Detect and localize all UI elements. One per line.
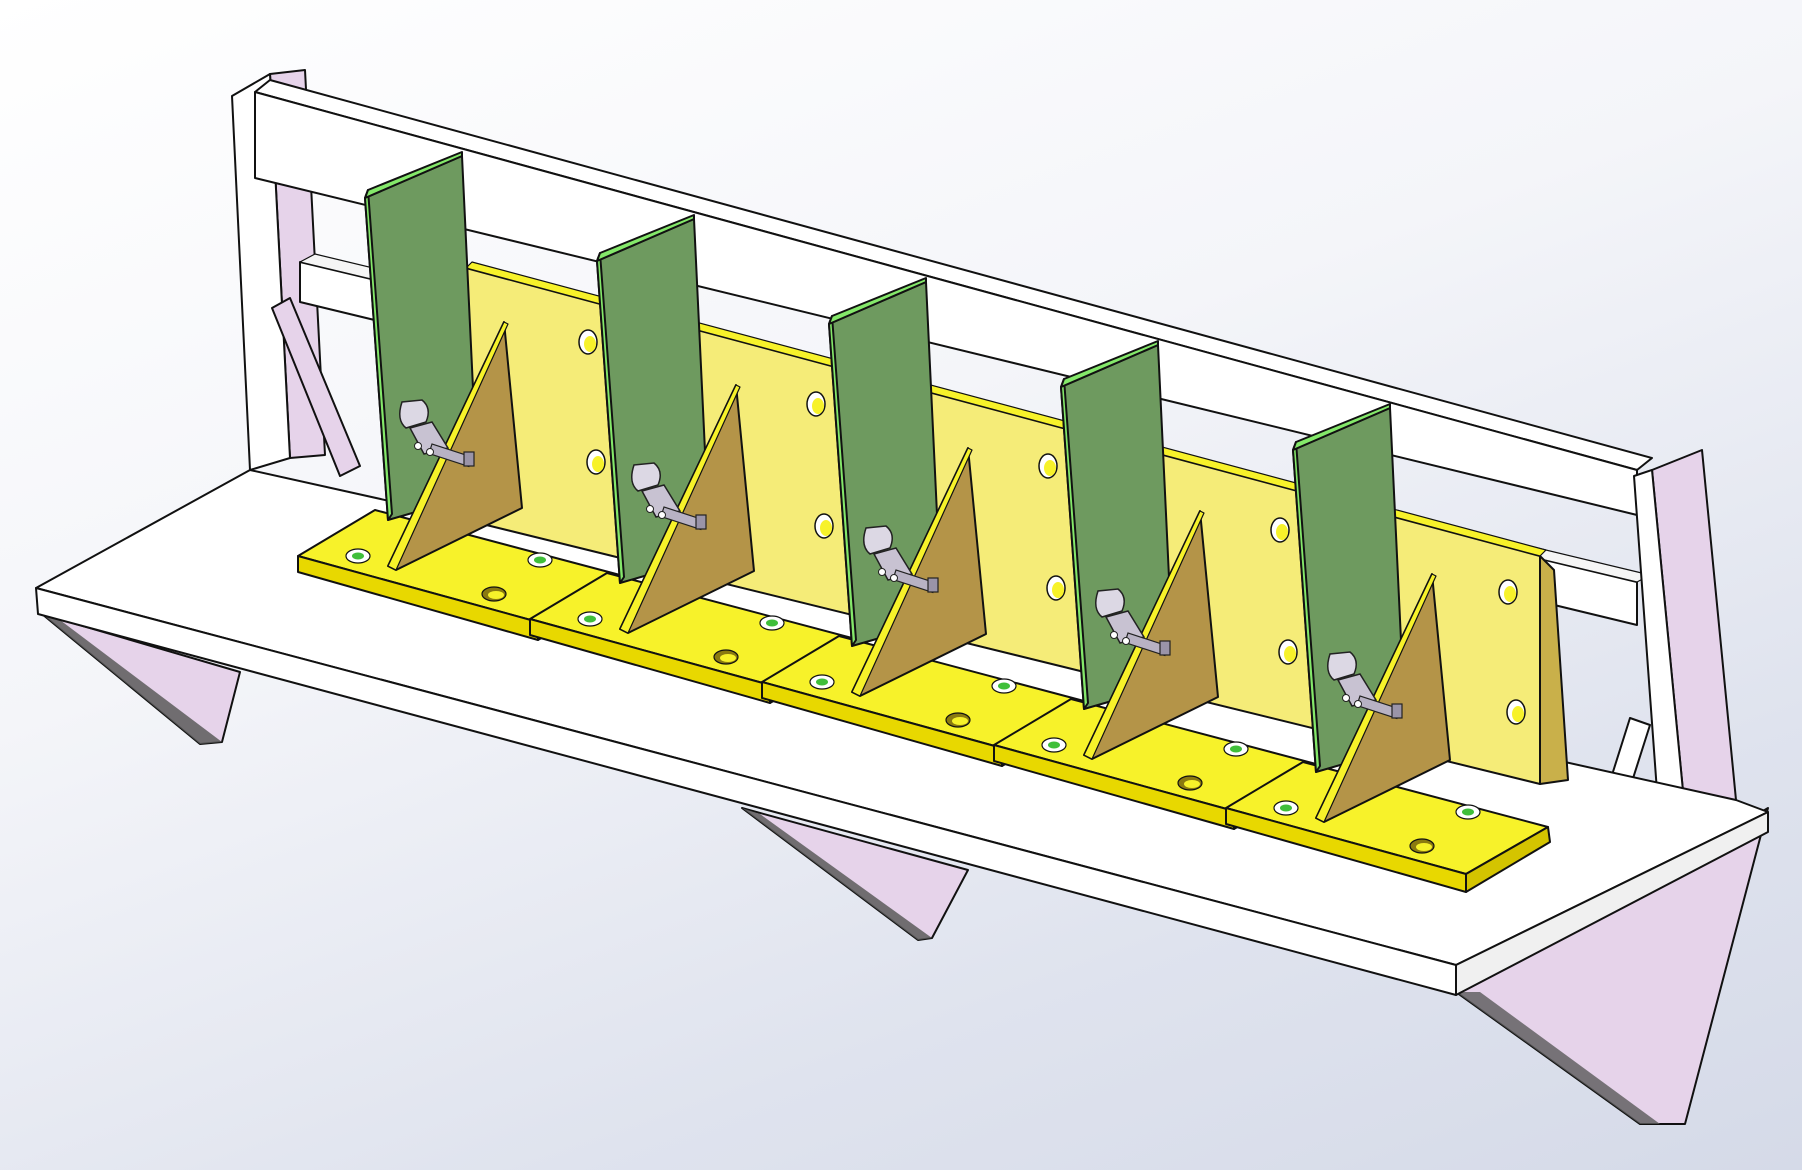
back-plate-top-edge [465,261,1547,557]
clamp-handle-icon [1327,651,1357,681]
left-brace [271,297,361,477]
base-hole-countersink-icon [352,552,364,560]
plate-hole-inner-icon [584,336,596,352]
green-panel-top [1292,403,1391,451]
fixture-station-3 [761,277,1087,767]
plate-hole-inner-icon [812,398,824,414]
support-brackets [41,613,1769,1125]
base-hole-countersink-icon [1230,745,1242,753]
clamp-tip-icon [927,577,939,593]
plate-hole-inner-icon [1284,646,1296,662]
base-hole-inner-icon [952,717,968,725]
fixture-stations [297,151,1551,893]
bracket-left-shadow [42,614,222,744]
plate-holes [578,329,1526,725]
base-hole-inner-icon [1416,843,1432,851]
base-plate-side [1465,826,1551,893]
back-plate-bend [1539,555,1569,785]
base-hole-countersink-icon [584,615,596,623]
base-hole-countersink-icon [1280,804,1292,812]
clamp-bolt-icon [658,511,666,519]
plate-hole-inner-icon [1044,460,1056,476]
base-hole-countersink-icon [534,556,546,564]
clamp-handle-icon [863,525,893,555]
clamp-tip-icon [1159,640,1171,656]
gusset-edge [1315,573,1437,823]
plate-hole-inner-icon [592,456,604,472]
base-hole-countersink-icon [1462,808,1474,816]
clamp-handle-icon [631,462,661,492]
left-post-front [231,73,291,471]
clamp-bolt-icon [426,448,434,456]
toggle-clamp-icon [399,399,475,468]
clamp-bolt-icon [878,568,886,576]
green-panel-top [364,151,463,199]
clamp-bolt-icon [890,574,898,582]
green-panel-top [1060,340,1159,388]
plate-hole-inner-icon [1512,706,1524,722]
plate-hole-inner-icon [1052,582,1064,598]
clamp-bolt-icon [646,505,654,513]
bracket-middle-shadow [742,808,932,940]
gusset-edge [619,384,741,634]
base-hole-inner-icon [1184,780,1200,788]
clamp-bolt-icon [1110,631,1118,639]
base-hole-inner-icon [720,654,736,662]
toggle-clamp-icon [631,462,707,531]
base-hole-countersink-icon [1048,741,1060,749]
clamp-bolt-icon [1354,700,1362,708]
plate-hole-inner-icon [820,520,832,536]
toggle-clamp-icon [1327,651,1403,720]
clamp-bolt-icon [414,442,422,450]
clamp-tip-icon [695,514,707,530]
clamp-handle-icon [1095,588,1125,618]
gusset-edge [1083,510,1205,760]
base-hole-countersink-icon [998,682,1010,690]
plate-hole-inner-icon [1504,586,1516,602]
clamp-bolt-icon [1342,694,1350,702]
green-panel-top [828,277,927,325]
fixture-station-5 [1225,403,1551,893]
clamp-tip-icon [463,451,475,467]
clamp-handle-icon [399,399,429,429]
gusset-edge [387,321,509,571]
bench-right-edge [1455,811,1769,996]
base-hole-countersink-icon [766,619,778,627]
toggle-clamp-icon [863,525,939,594]
bracket-right-shadow [1456,992,1660,1124]
clamp-tip-icon [1391,703,1403,719]
plate-hole-inner-icon [1276,524,1288,540]
base-hole-countersink-icon [816,678,828,686]
green-panel-top [596,214,695,262]
fixture-station-4 [993,340,1319,830]
base-hole-inner-icon [488,591,504,599]
toggle-clamp-icon [1095,588,1171,657]
fixture-station-1 [297,151,623,641]
clamp-bolt-icon [1122,637,1130,645]
gusset-edge [851,447,973,697]
